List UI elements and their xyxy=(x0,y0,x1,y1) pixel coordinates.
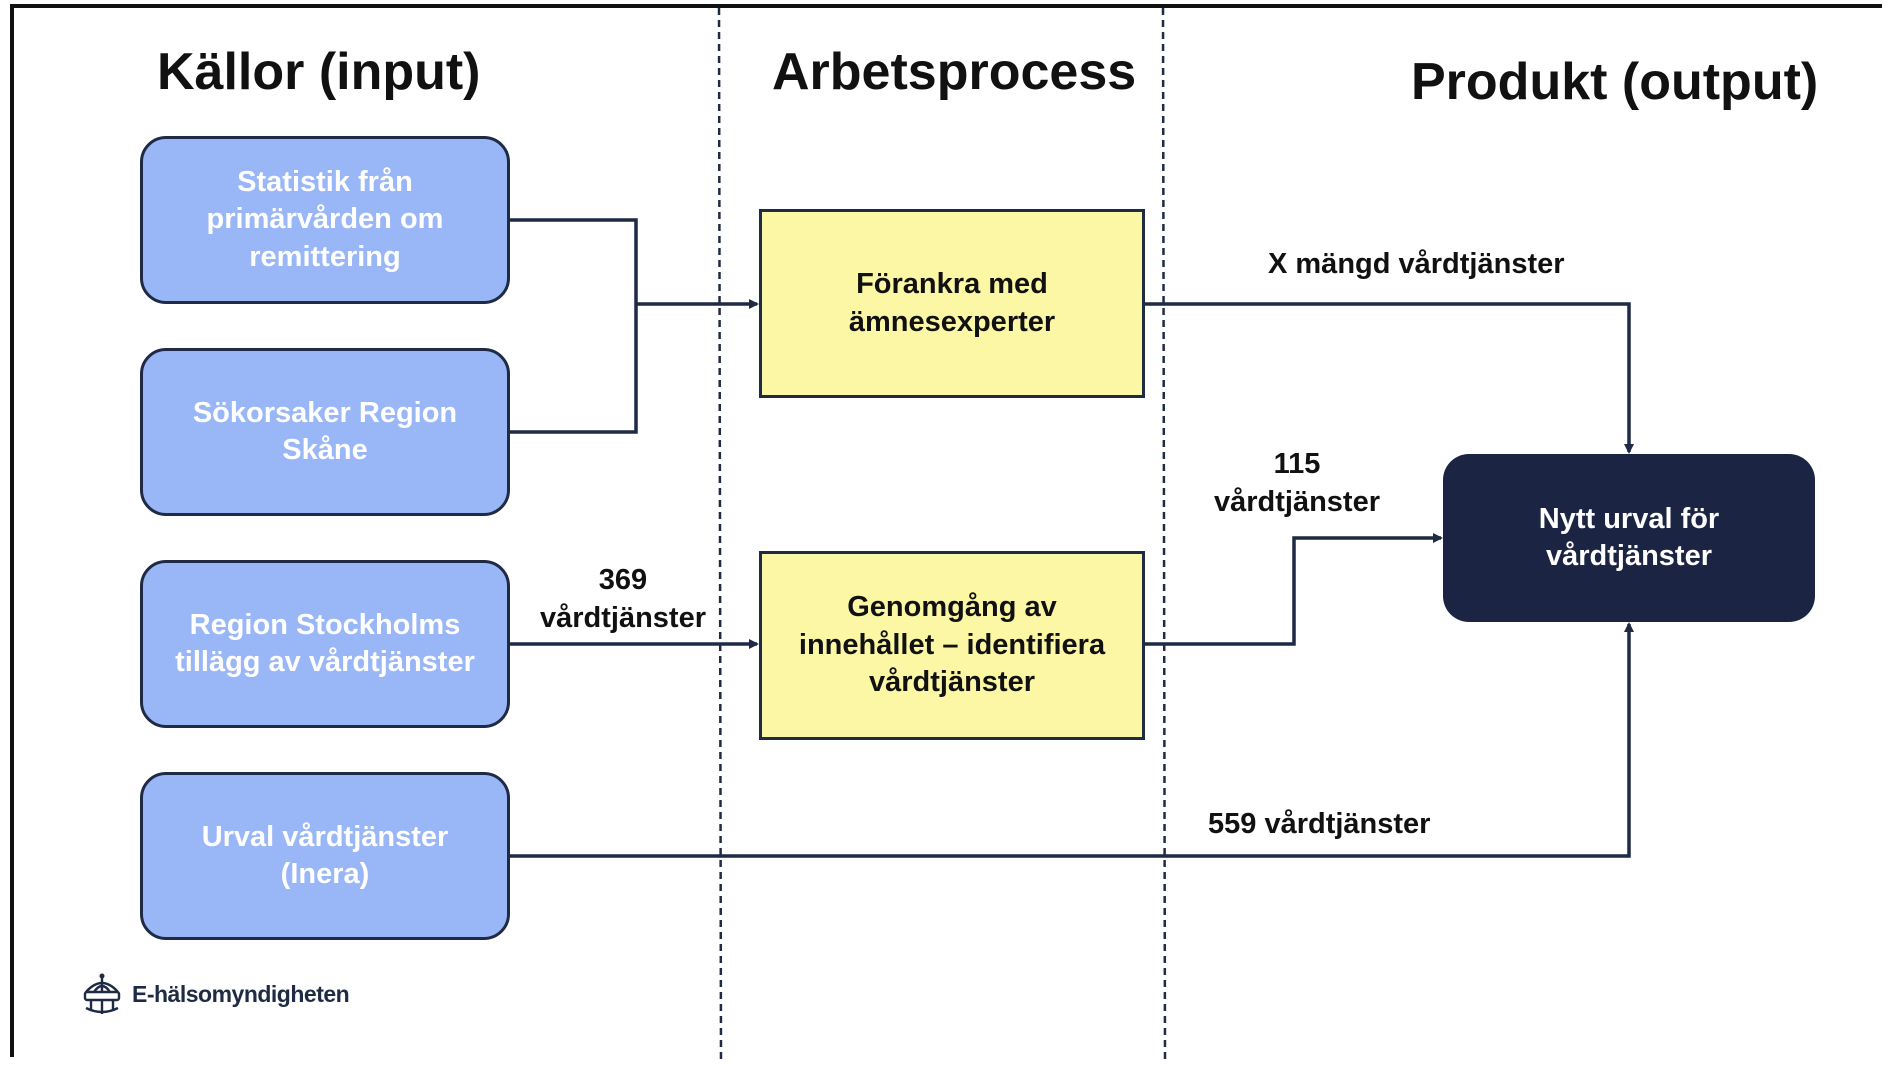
process-forankra-label: Förankra med ämnesexperter xyxy=(848,267,1056,338)
logo-text: E-hälsomyndigheten xyxy=(132,980,350,1007)
process-genomgang-label: Genomgång av innehållet – identifiera vå… xyxy=(798,590,1106,699)
source-statistik: Statistik från primärvården om remitteri… xyxy=(140,136,510,304)
heading-sources: Källor (input) xyxy=(157,43,481,101)
source-stockholm-label: Region Stockholms tillägg av vårdtjänste… xyxy=(175,608,475,678)
process-forankra: Förankra med ämnesexperter xyxy=(759,209,1145,398)
source-sokorsaker: Sökorsaker Region Skåne xyxy=(140,348,510,516)
arrow-genomgang-to-output xyxy=(1145,533,1443,646)
heading-product: Produkt (output) xyxy=(1411,53,1819,111)
edge-label-115: 115 vårdtjänster xyxy=(1213,448,1380,518)
source-sokorsaker-label: Sökorsaker Region Skåne xyxy=(192,396,458,466)
column-divider-right xyxy=(1161,7,1167,1063)
output-label: Nytt urval för vårdtjänster xyxy=(1538,502,1720,572)
crown-logo-icon xyxy=(83,973,121,1014)
connector-statistik xyxy=(510,218,638,304)
connector-sokorsaker xyxy=(510,304,638,434)
source-stockholm: Region Stockholms tillägg av vårdtjänste… xyxy=(140,560,510,728)
heading-process: Arbetsprocess xyxy=(772,43,1137,101)
edge-label-559: 559 vårdtjänster xyxy=(1208,808,1431,840)
edge-label-369: 369 vårdtjänster xyxy=(539,564,706,634)
arrow-inera-to-output xyxy=(510,622,1634,858)
source-inera-label: Urval vårdtjänster (Inera) xyxy=(201,820,449,890)
process-genomgang: Genomgång av innehållet – identifiera vå… xyxy=(759,551,1145,740)
logo: E-hälsomyndigheten xyxy=(80,972,350,1016)
edge-label-x-mangd: X mängd vårdtjänster xyxy=(1268,248,1565,280)
arrow-forankra-to-output xyxy=(1145,302,1634,454)
column-divider-left xyxy=(717,7,723,1063)
source-statistik-label: Statistik från primärvården om remitteri… xyxy=(206,166,444,273)
output-nytt-urval: Nytt urval för vårdtjänster xyxy=(1443,454,1815,622)
diagram-frame xyxy=(10,4,1882,1057)
source-inera: Urval vårdtjänster (Inera) xyxy=(140,772,510,940)
